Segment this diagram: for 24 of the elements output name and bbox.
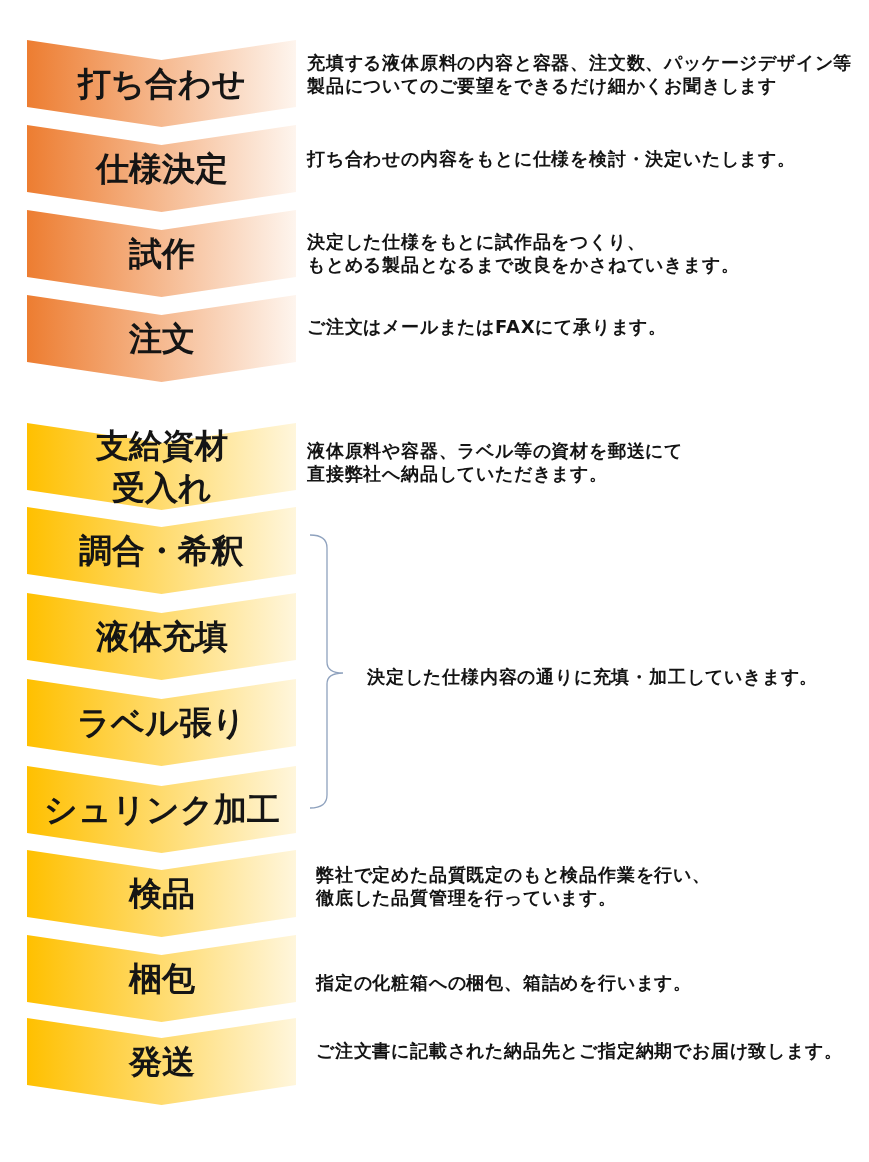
- step-label: 検品: [128, 872, 195, 915]
- step-label: シュリンク加工: [43, 788, 280, 831]
- step-label: 打ち合わせ: [77, 62, 246, 105]
- step-description: 液体原料や容器、ラベル等の資材を郵送にて直接弊社へ納品していただきます。: [307, 439, 684, 485]
- step-description: 打ち合わせの内容をもとに仕様を検討・決定いたします。: [307, 147, 797, 170]
- step-description: 指定の化粧箱への梱包、箱詰めを行います。: [316, 971, 693, 994]
- step-label: 注文: [128, 317, 195, 360]
- step-label: 調合・希釈: [79, 529, 244, 572]
- chevron-step: [27, 679, 296, 766]
- chevron-step: [27, 507, 296, 594]
- step-description: 決定した仕様をもとに試作品をつくり、もとめる製品となるまで改良をかさねていきます。: [307, 230, 741, 276]
- step-description: ご注文はメールまたはFAXにて承ります。: [307, 315, 669, 338]
- step-label: 仕様決定: [95, 147, 228, 190]
- step-label: 液体充填: [95, 615, 228, 658]
- step-label: 試作: [128, 232, 195, 275]
- chevron-step: [27, 766, 296, 853]
- step-label: 梱包: [128, 957, 195, 1000]
- group-description: 決定した仕様内容の通りに充填・加工していきます。: [367, 665, 820, 688]
- step-label: ラベル張り: [77, 701, 246, 744]
- step-label: 発送: [128, 1040, 195, 1083]
- chevron-step: [27, 593, 296, 680]
- step-description: 弊社で定めた品質既定のもと検品作業を行い、徹底した品質管理を行っています。: [316, 863, 712, 909]
- step-description: ご注文書に記載された納品先とご指定納期でお届け致します。: [316, 1039, 844, 1062]
- step-description: 充填する液体原料の内容と容器、注文数、パッケージデザイン等製品についてのご要望をできるだけ細かくお聞きします: [307, 51, 854, 97]
